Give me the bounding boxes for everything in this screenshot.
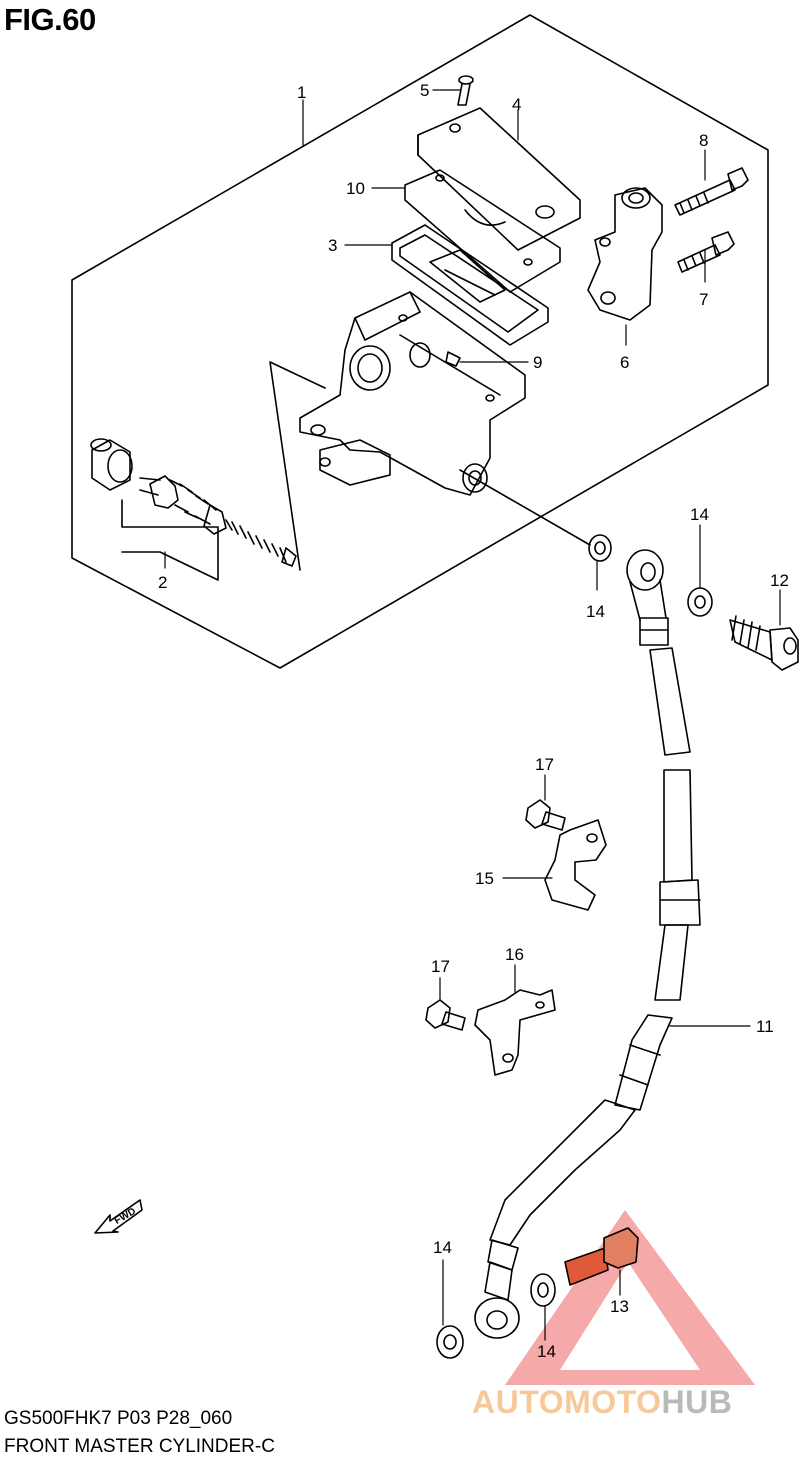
washer-lower-middle bbox=[530, 1273, 556, 1307]
brake-hose bbox=[474, 549, 701, 1339]
callout-3: 3 bbox=[328, 236, 337, 255]
washer-lower-left bbox=[436, 1325, 464, 1359]
callout-labels: 1 2 3 4 5 6 7 8 9 10 11 12 13 14 14 14 1… bbox=[158, 81, 789, 1361]
callout-12: 12 bbox=[770, 571, 789, 590]
banjo-bolt-lower bbox=[564, 1227, 639, 1286]
callout-4: 4 bbox=[512, 95, 521, 114]
callout-14-upper-right: 14 bbox=[690, 505, 709, 524]
leader-lines bbox=[164, 89, 781, 1341]
callout-14-upper-left: 14 bbox=[586, 602, 605, 621]
clamp-bolt-short bbox=[677, 231, 735, 273]
callout-15: 15 bbox=[475, 869, 494, 888]
footer-name: FRONT MASTER CYLINDER-C bbox=[4, 1436, 275, 1457]
diaphragm-plate bbox=[404, 169, 561, 293]
washer-upper-left bbox=[588, 534, 612, 562]
diaphragm bbox=[391, 224, 549, 346]
watermark-part1: AUTOMOTO bbox=[472, 1384, 662, 1420]
clip-part bbox=[445, 351, 461, 367]
assembly-frame bbox=[71, 14, 769, 669]
clamp-holder bbox=[587, 187, 663, 321]
bracket-bolt-lower bbox=[425, 999, 466, 1031]
bracket-bolt-upper bbox=[525, 799, 566, 831]
callout-14-lower-left: 14 bbox=[433, 1238, 452, 1257]
washer-upper-right bbox=[687, 587, 713, 617]
hose-bracket-upper bbox=[544, 819, 607, 911]
clamp-bolt-long bbox=[674, 167, 749, 216]
callout-10: 10 bbox=[346, 179, 365, 198]
callout-14-lower-middle: 14 bbox=[537, 1342, 556, 1361]
callout-1: 1 bbox=[297, 83, 306, 102]
fwd-label: FWD bbox=[113, 1206, 138, 1227]
callout-11: 11 bbox=[756, 1017, 774, 1036]
callout-2: 2 bbox=[158, 573, 167, 592]
watermark-triangle-icon bbox=[505, 1210, 755, 1385]
callout-16: 16 bbox=[505, 945, 524, 964]
callout-7: 7 bbox=[699, 290, 708, 309]
callout-6: 6 bbox=[620, 353, 629, 372]
callout-17-lower: 17 bbox=[431, 957, 450, 976]
watermark-logo: AUTOMOTOHUB bbox=[472, 1384, 732, 1421]
figure-title: FIG.60 bbox=[4, 2, 96, 37]
callout-17-upper: 17 bbox=[535, 755, 554, 774]
piston-set bbox=[90, 438, 297, 581]
callout-9: 9 bbox=[533, 353, 542, 372]
callout-8: 8 bbox=[699, 131, 708, 150]
fwd-arrow-icon: FWD bbox=[94, 1199, 143, 1234]
watermark-part2: HUB bbox=[661, 1384, 733, 1420]
master-cylinder-body bbox=[299, 291, 526, 496]
union-bolt bbox=[729, 615, 799, 671]
callout-13: 13 bbox=[610, 1297, 629, 1316]
footer-code: GS500FHK7 P03 P28_060 bbox=[4, 1408, 233, 1429]
hose-bracket-lower bbox=[474, 989, 556, 1076]
bore-guide-lines bbox=[269, 361, 591, 571]
cap-screw bbox=[457, 75, 474, 106]
callout-5: 5 bbox=[420, 81, 429, 100]
reservoir-cap bbox=[417, 107, 581, 251]
